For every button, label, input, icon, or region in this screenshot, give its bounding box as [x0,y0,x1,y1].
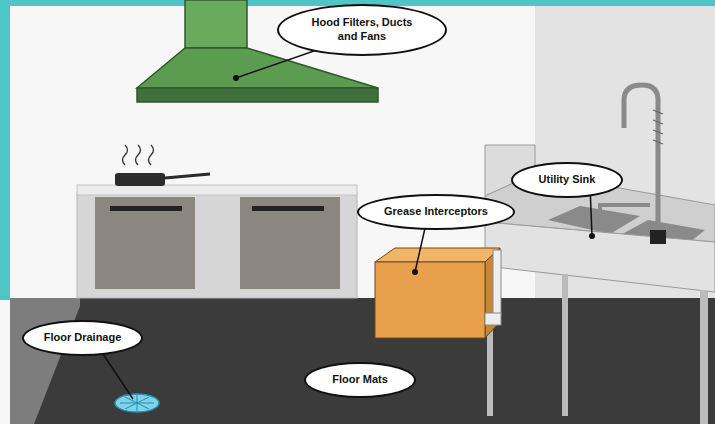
faucet [624,85,658,240]
oven-door [95,197,195,289]
sink-leg [562,274,568,416]
oven-door [240,197,340,289]
pan-handle [165,174,210,178]
counter-body [77,192,357,298]
hood-chimney [185,0,247,48]
callout-ellipse: Utility Sink [511,162,623,198]
faucet-spout [600,205,650,212]
oven-handle [110,206,182,211]
pan [115,173,165,186]
floor-drain [115,394,159,412]
steam [136,145,141,165]
hood-band [137,88,378,102]
faucet-spring [653,110,663,144]
interceptor-side [485,248,500,338]
interceptor-top [375,248,500,262]
interceptor-front [375,262,485,338]
floor-edge [10,298,80,424]
sink-front [485,222,715,292]
callout-ellipse: Floor Mats [304,362,416,398]
callout-label: Floor Drainage [44,331,122,345]
oven-handle [252,206,324,211]
counter-top [77,185,357,195]
left-band [0,0,10,300]
steam [149,145,154,165]
drain-pipe [493,250,501,315]
drain-pipe [485,313,501,325]
callout-label: Floor Mats [332,373,388,387]
callout-ellipse: Hood Filters, Ducts and Fans [277,4,447,56]
steam [123,145,128,165]
callout-label: Hood Filters, Ducts and Fans [306,16,418,44]
leader-dot [412,269,418,275]
faucet-base [650,230,666,244]
sink-leg [700,290,708,424]
callout-ellipse: Floor Drainage [22,320,143,356]
floor [10,298,715,424]
leader-dot [233,75,239,81]
callout-label: Grease Interceptors [384,205,488,219]
leader-dot [589,233,595,239]
drain-grate [120,395,154,411]
callout-label: Utility Sink [539,173,596,187]
callout-ellipse: Grease Interceptors [357,194,515,230]
